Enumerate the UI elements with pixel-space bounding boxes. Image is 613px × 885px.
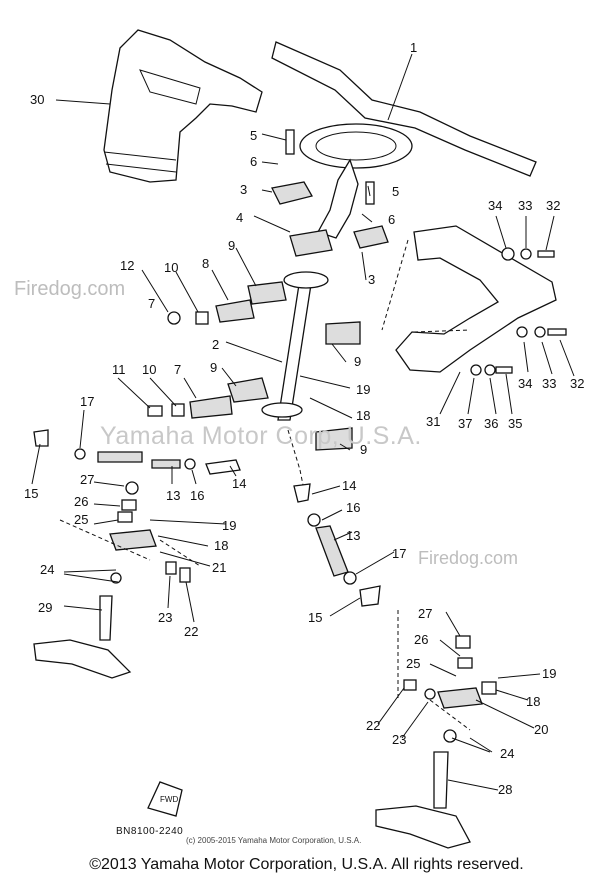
callout-label: 1 bbox=[410, 40, 417, 55]
callout-label: 18 bbox=[214, 538, 228, 553]
callout-label: 20 bbox=[534, 722, 548, 737]
callout-label: 19 bbox=[542, 666, 556, 681]
small-copyright: (c) 2005-2015 Yamaha Motor Corporation, … bbox=[186, 836, 362, 845]
callout-label: 21 bbox=[212, 560, 226, 575]
callout-label: 3 bbox=[240, 182, 247, 197]
callout-label: 7 bbox=[174, 362, 181, 377]
svg-text:FWD: FWD bbox=[160, 795, 178, 804]
tie-rod-assemblies bbox=[33, 429, 381, 607]
callout-label: 24 bbox=[500, 746, 514, 761]
callout-label: 13 bbox=[166, 488, 180, 503]
callout-label: 33 bbox=[542, 376, 556, 391]
leader-lines bbox=[31, 53, 575, 791]
callout-label: 28 bbox=[498, 782, 512, 797]
callout-label: 9 bbox=[210, 360, 217, 375]
steering-shaft-part bbox=[261, 271, 329, 501]
callout-label: 11 bbox=[112, 362, 126, 377]
callout-label: 17 bbox=[80, 394, 94, 409]
callout-label: 23 bbox=[158, 610, 172, 625]
watermark-firedog: Firedog.com bbox=[14, 278, 126, 300]
callout-label: 27 bbox=[80, 472, 94, 487]
drawing-code: BN8100-2240 bbox=[116, 826, 184, 837]
callout-label: 17 bbox=[392, 546, 406, 561]
callout-label: 34 bbox=[488, 198, 502, 213]
callout-label: 18 bbox=[356, 408, 370, 423]
callout-label: 16 bbox=[346, 500, 360, 515]
left-knuckle-part bbox=[33, 481, 201, 679]
handlebar-part bbox=[271, 41, 537, 239]
callout-label: 16 bbox=[190, 488, 204, 503]
callout-label: 25 bbox=[406, 656, 420, 671]
right-knuckle-part bbox=[375, 610, 497, 849]
callout-label: 10 bbox=[142, 362, 156, 377]
callout-label: 22 bbox=[366, 718, 380, 733]
callout-label: 14 bbox=[342, 478, 356, 493]
callout-label: 23 bbox=[392, 732, 406, 747]
callout-label: 15 bbox=[308, 610, 322, 625]
callout-label: 35 bbox=[508, 416, 522, 431]
callout-label: 3 bbox=[368, 272, 375, 287]
callout-label: 8 bbox=[202, 256, 209, 271]
callout-label: 24 bbox=[40, 562, 54, 577]
callout-label: 14 bbox=[232, 476, 246, 491]
callout-label: 32 bbox=[546, 198, 560, 213]
callout-numbers: 1 2 3 3 4 5 5 6 6 7 7 8 9 9 9 9 10 10 11… bbox=[24, 40, 584, 797]
callout-label: 6 bbox=[250, 154, 257, 169]
callout-label: 2 bbox=[212, 337, 219, 352]
watermark-firedog: Firedog.com bbox=[418, 548, 519, 568]
callout-label: 30 bbox=[30, 92, 44, 107]
callout-label: 26 bbox=[414, 632, 428, 647]
callout-label: 5 bbox=[392, 184, 399, 199]
front-direction-marker: FWD bbox=[147, 781, 183, 817]
callout-label: 19 bbox=[356, 382, 370, 397]
callout-label: 29 bbox=[38, 600, 52, 615]
callout-label: 27 bbox=[418, 606, 432, 621]
callout-label: 9 bbox=[360, 442, 367, 457]
callout-label: 13 bbox=[346, 528, 360, 543]
callout-label: 26 bbox=[74, 494, 88, 509]
callout-label: 19 bbox=[222, 518, 236, 533]
handlebar-cover-part bbox=[103, 29, 263, 183]
callout-label: 22 bbox=[184, 624, 198, 639]
callout-label: 6 bbox=[388, 212, 395, 227]
callout-label: 25 bbox=[74, 512, 88, 527]
callout-label: 32 bbox=[570, 376, 584, 391]
steering-bracket-plate bbox=[381, 225, 567, 376]
watermark-yamaha: Yamaha Motor Corp, U.S.A. bbox=[100, 422, 422, 450]
callout-label: 10 bbox=[164, 260, 178, 275]
callout-label: 12 bbox=[120, 258, 134, 273]
callout-label: 5 bbox=[250, 128, 257, 143]
callout-label: 36 bbox=[484, 416, 498, 431]
callout-label: 4 bbox=[236, 210, 243, 225]
callout-label: 15 bbox=[24, 486, 38, 501]
callout-label: 37 bbox=[458, 416, 472, 431]
copyright-footer: ©2013 Yamaha Motor Corporation, U.S.A. A… bbox=[89, 856, 524, 873]
callout-label: 7 bbox=[148, 296, 155, 311]
callout-label: 33 bbox=[518, 198, 532, 213]
callout-label: 18 bbox=[526, 694, 540, 709]
shaft-brackets bbox=[147, 281, 361, 451]
callout-label: 34 bbox=[518, 376, 532, 391]
callout-label: 9 bbox=[354, 354, 361, 369]
handlebar-clamps bbox=[271, 129, 389, 257]
callout-label: 9 bbox=[228, 238, 235, 253]
callout-label: 31 bbox=[426, 414, 440, 429]
